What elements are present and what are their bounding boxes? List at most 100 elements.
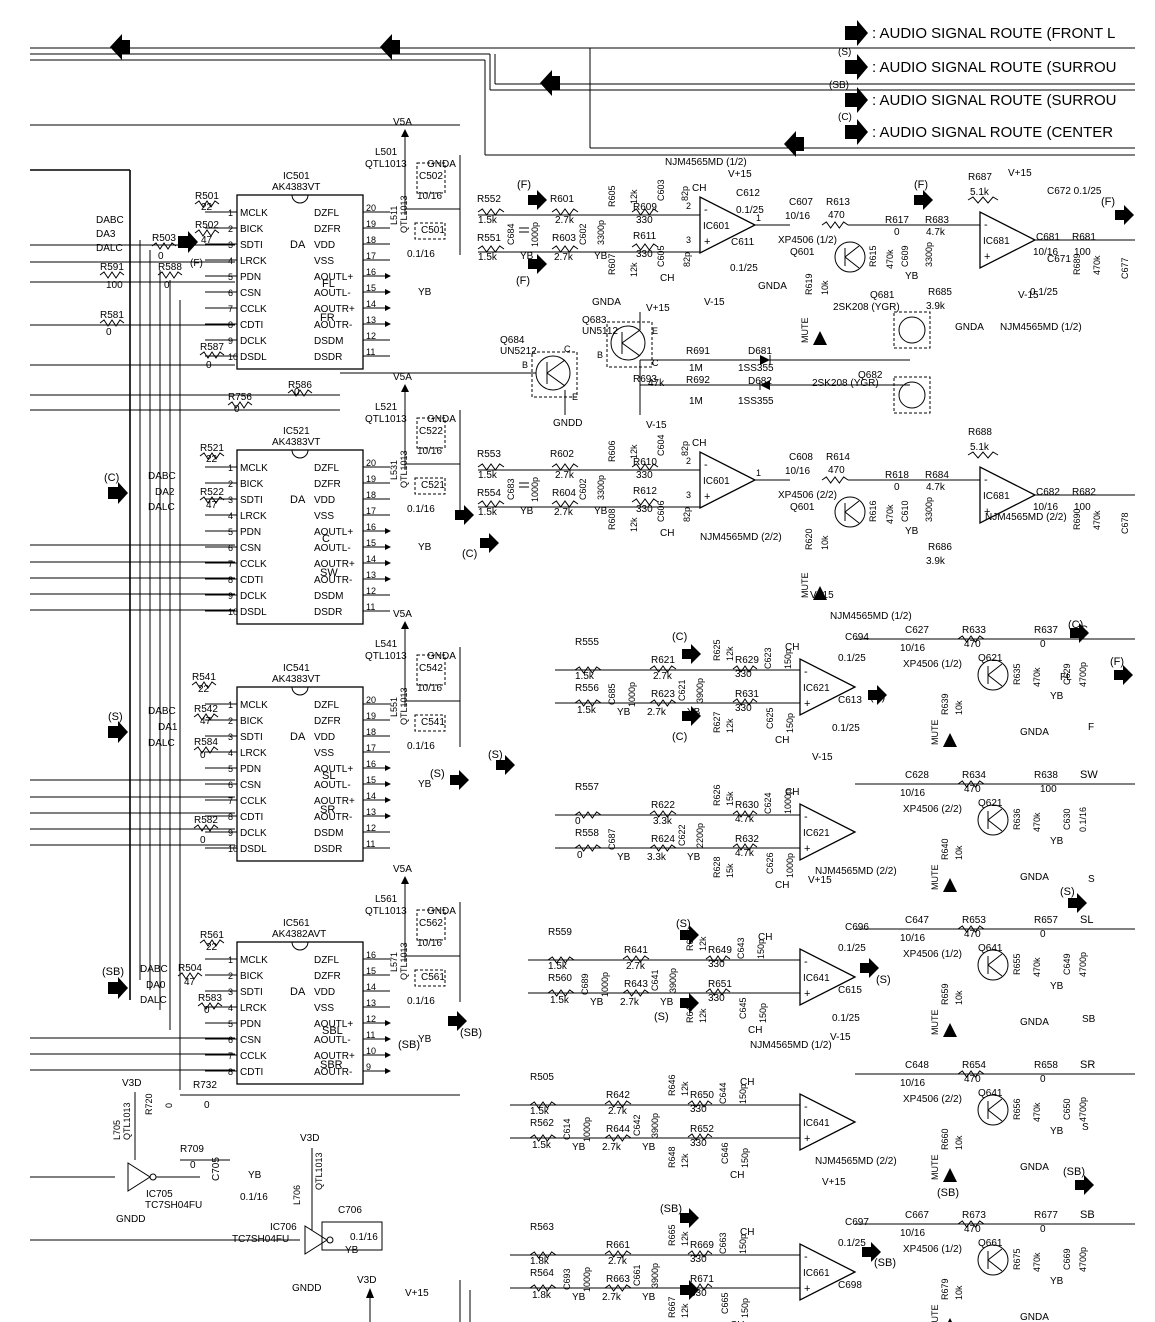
row-sbl-mute-label: MUTE <box>930 1305 940 1322</box>
row-sr-rm-val: 10k <box>954 1135 964 1150</box>
ic501-pinnum-r1: 19 <box>366 219 376 229</box>
row-sbl-r3b-val: 330 <box>690 1254 707 1265</box>
row-sw-q-part: XP4506 (2/2) <box>903 804 962 815</box>
row-sbl-cf-val: 4700p <box>1078 1247 1088 1272</box>
row-fr-ch2: CH <box>660 528 674 539</box>
row-c-cfb1-val: 0.1/25 <box>838 653 866 664</box>
row-fl-cb-val: 3300p <box>924 242 934 267</box>
q683-ref: Q683 <box>582 315 607 326</box>
row-fr-cin: C683 <box>506 478 516 500</box>
row-c-ra-val: 1.5k <box>575 671 595 682</box>
ic541-pin-cclk: CCLK <box>240 796 267 807</box>
vplus-bottom: V+15 <box>405 1288 429 1299</box>
row-fl-yb1: YB <box>520 251 534 262</box>
ic501-pin-dzfr: DZFR <box>314 224 341 235</box>
row-sl-r3a-val: 12k <box>698 936 708 951</box>
row-fl-yb3: YB <box>905 271 919 282</box>
row-sbl-cfb1: C697 <box>845 1217 869 1228</box>
ic561-pinnum-r1: 15 <box>366 966 376 976</box>
row-fr-rd: R688 <box>968 427 992 438</box>
r583-body <box>197 1002 223 1010</box>
row-sr-r3b: R650 <box>690 1090 714 1101</box>
ic541-cap-top: C542 <box>419 663 443 674</box>
logic-section: V3D L705 QTL1013 R720 0 IC705 TC7SH04FU … <box>112 1078 471 1322</box>
ic541-pin-dzfr: DZFR <box>314 716 341 727</box>
ic705-gnd: GNDD <box>116 1214 145 1225</box>
r541-body <box>191 681 217 689</box>
row-sr-out: SR <box>1080 1059 1095 1071</box>
row-sr-r3b-val: 330 <box>690 1104 707 1115</box>
row-fr-c3a-val: 82p <box>680 441 690 456</box>
ic541-pinnum-r3: 17 <box>366 743 376 753</box>
r591-ref: R591 <box>100 262 124 273</box>
dac-inputs: DABC DA3 DALC (F) (C) DABC DA2 DALC (S) … <box>96 215 203 1006</box>
route-f-arrow-3 <box>914 190 933 210</box>
row-sr-q-ref: Q641 <box>978 1088 1003 1099</box>
ic501-pin-vdd: VDD <box>314 240 335 251</box>
row-sbl-re: R675 <box>1012 1248 1022 1270</box>
row-sbl-cfb1-val: 0.1/25 <box>838 1238 866 1249</box>
row-sw-rm: R640 <box>940 838 950 860</box>
row-sl-r3c-val: 330 <box>708 993 725 1004</box>
row-sw-ch: CH <box>775 880 789 891</box>
row-fr-r2b-val: 2.7k <box>554 507 574 518</box>
row-fr-r3c: R612 <box>633 486 657 497</box>
row-fr-r2b-body <box>551 500 579 508</box>
row-fr-rd-body <box>967 451 999 459</box>
ic705-supply: V3D <box>122 1078 141 1089</box>
route-sb-c-label: (SB) <box>660 1203 682 1215</box>
row-sl-r3c: R651 <box>708 979 732 990</box>
row-sr-mute-arrow <box>943 1168 957 1182</box>
row-sl-c3b-val: 150p <box>758 1003 768 1023</box>
ic501-ref: IC501 <box>283 171 310 182</box>
row-sw-rb: R558 <box>575 828 599 839</box>
row-fr-c3b-val: 82p <box>682 507 692 522</box>
ic561-pinnum-l2: 3 <box>228 987 233 997</box>
ic541-pinnum-l0: 1 <box>228 700 233 710</box>
ic521-gnda: GNDA <box>427 414 456 425</box>
c706-ref: C706 <box>338 1205 362 1216</box>
ic521-pinnum-l0: 1 <box>228 463 233 473</box>
row-sl-cout-val: 10/16 <box>900 933 925 944</box>
row-c-r2b-body <box>649 699 677 707</box>
ic501-pin-aoutrm: AOUTR- <box>314 320 352 331</box>
ic501-pinnum-l3: 4 <box>228 256 233 266</box>
route-s-c-label: (S) <box>676 918 691 930</box>
row-sl-opamp-minus: - <box>804 956 808 968</box>
row-fl-amp2-ref: IC681 <box>983 236 1010 247</box>
route-c-e-label: (C) <box>462 548 477 560</box>
row-fl-r3d-val: 12k <box>629 262 639 277</box>
legend-text-s: : AUDIO SIGNAL ROUTE (SURROU <box>872 59 1116 76</box>
row-sr-rf-val: 0 <box>1040 1074 1046 1085</box>
row-sr-ra-val: 1.5k <box>530 1106 550 1117</box>
route-s-c-arrow <box>680 925 699 945</box>
row-fl-amp2-part: NJM4565MD (1/2) <box>1000 322 1082 333</box>
row-sbl-c2: C661 <box>632 1264 642 1286</box>
row-fr-rin-a: R553 <box>477 449 501 460</box>
ic521-pinnum-r4: 16 <box>366 522 376 532</box>
route-c-c-label: (C) <box>870 691 885 703</box>
row-sbl-r2a-val: 2.7k <box>608 1256 628 1267</box>
row-fl-vplus: V+15 <box>728 169 752 180</box>
row-fl-rd-val: 5.1k <box>970 187 990 198</box>
row-fr-rm-val: 10k <box>820 535 830 550</box>
row-sbl-mute-arrow <box>948 1318 952 1322</box>
row-c-rm: R639 <box>940 693 950 715</box>
ic501-pin-pdn: PDN <box>240 272 261 283</box>
row-fl-q-ref: Q601 <box>790 247 815 258</box>
ic501-in-da3: DA3 <box>96 229 116 240</box>
ic521-pinnum-r2: 18 <box>366 490 376 500</box>
row-c-r2b-val: 2.7k <box>647 707 667 718</box>
r586-val: 0 <box>294 387 300 398</box>
r522-ref: R522 <box>200 487 224 498</box>
row-sbl-r2a: R661 <box>606 1240 630 1251</box>
ic521-pin-cdti: CDTI <box>240 575 263 586</box>
row-sw-r3d: R628 <box>712 856 722 878</box>
row-sw-q <box>977 804 1009 836</box>
row-sw-ch-top: CH <box>785 787 799 798</box>
row-c-cout: C627 <box>905 625 929 636</box>
ic501-pin-aoutlp: AOUTL+ <box>314 272 353 283</box>
ic541-pinnum-r6: 14 <box>366 791 376 801</box>
